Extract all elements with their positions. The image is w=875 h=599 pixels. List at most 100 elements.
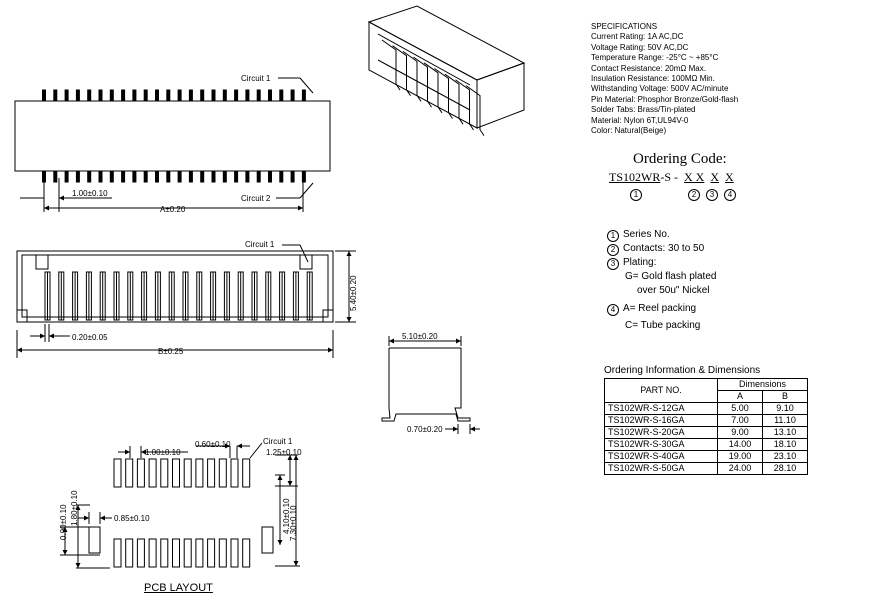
pcb-pad-bottom [207,538,216,568]
code-prefix: TS102WR [609,170,661,184]
part-cell: TS102WR-S-12GA [604,402,718,415]
front-circuit1-label: Circuit 1 [245,240,275,249]
pcb-090-label: 0.90±0.10 [59,504,68,540]
spec-line: Solder Tabs: Brass/Tin-plated [591,105,696,115]
b-cell: 9.10 [762,402,808,415]
marker-4: 4 [724,189,736,201]
top-circuit2-label: Circuit 2 [241,194,271,203]
pcb-pad-bottom [218,538,227,568]
table-title: Ordering Information & Dimensions [604,365,761,376]
pcb-pad-top [218,458,227,488]
pcb-pad-bottom [160,538,169,568]
ordering-code: TS102WR-S - X X X X [609,170,734,185]
top-pin [132,89,137,102]
iso-pin [402,50,422,102]
a-cell: 5.00 [717,402,763,415]
pcb-pitch-label: 1.00±0.10 [145,448,181,457]
top-pin [245,89,250,102]
bottom-pin [268,170,272,183]
iso-pin [444,73,464,125]
bottom-pin [53,170,58,183]
top-pin [75,89,80,102]
bottom-pin [211,170,216,183]
top-pin [268,89,272,102]
top-pin [290,89,295,102]
legend-pack-a: A= Reel packing [623,303,697,314]
top-pin [42,89,46,102]
top-pin [98,89,103,102]
pcb-pad-top [125,458,134,488]
front-height-label: 5.40±0.20 [349,275,358,311]
spec-line: Current Rating: 1A AC,DC [591,32,684,42]
pcb-pad-bottom [195,538,204,568]
spec-line: Withstanding Voltage: 500V AC/minute [591,84,729,94]
bottom-pin [200,170,205,183]
a-cell: 24.00 [717,462,763,475]
iso-pin [434,68,453,119]
spec-line: Voltage Rating: 50V AC,DC [591,42,689,52]
spec-line: Material: Nylon 6T,UL94V-0 [591,115,689,125]
side-tab-label: 0.70±0.20 [407,425,443,434]
top-pin [177,89,182,102]
pcb-pad-top [113,458,122,488]
top-pin [222,89,227,102]
legend-pack-c: C= Tube packing [625,320,701,331]
iso-pin [413,56,432,108]
front-dim-b-label: B±0.25 [158,347,184,356]
pcb-pad-width-label: 0.60±0.10 [195,440,231,449]
b-cell: 23.10 [762,450,808,463]
pcb-pad-bottom [136,538,145,568]
part-cell: TS102WR-S-16GA [604,414,718,427]
top-pin [211,89,216,102]
top-pin [256,89,261,102]
col-a-header: A [717,390,763,403]
iso-pin [465,85,485,136]
pcb-pad-top [195,458,204,488]
a-cell: 7.00 [717,414,763,427]
a-cell: 19.00 [717,450,763,463]
table-header-row: PART NO. Dimensions [604,378,808,403]
part-no-header: PART NO. [604,378,718,403]
iso-pin [381,39,401,91]
bottom-pin [188,170,193,183]
pcb-pad-top [136,458,145,488]
bottom-pin [290,170,295,183]
top-view [14,77,331,212]
col-b-header: B [762,390,808,403]
pcb-pad-bottom [230,538,239,568]
pcb-pad-top [242,458,251,488]
bottom-pin [166,170,171,183]
legend-plating-g: G= Gold flash plated [625,271,717,282]
part-cell: TS102WR-S-20GA [604,426,718,439]
top-pin [188,89,193,102]
front-view [16,244,356,358]
pcb-pad-bottom [125,538,134,568]
marker-1: 1 [630,189,642,201]
bottom-pin [279,170,284,183]
legend-series: Series No. [623,229,670,240]
spec-line: Temperature Range: -25°C ~ +85°C [591,53,719,63]
a-cell: 9.00 [717,426,763,439]
marker-3: 3 [706,189,718,201]
part-cell: TS102WR-S-40GA [604,450,718,463]
top-pin [64,89,69,102]
pcb-410-label: 4.10±0.10 [282,498,291,534]
pcb-pad-top [207,458,216,488]
code-x2: X [725,170,734,184]
top-pin [166,89,171,102]
spec-line: Color: Natural(Beige) [591,126,667,136]
code-xx: X X [684,170,705,184]
pcb-085-label: 0.85±0.10 [114,514,150,523]
pcb-pad-top [183,458,192,488]
code-suffix: -S - [660,170,682,184]
legend-plating-g2: over 50u" Nickel [637,284,710,296]
pcb-pad-top [172,458,180,488]
bottom-pin [301,170,306,183]
top-pin [200,89,205,102]
